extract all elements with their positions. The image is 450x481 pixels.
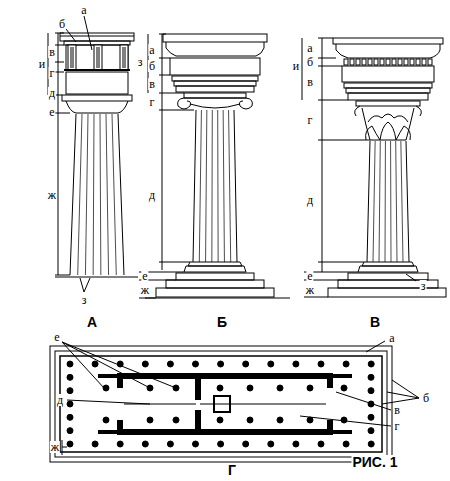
part-letter: д	[306, 194, 314, 206]
part-letter: з	[81, 294, 88, 306]
corinthian-order	[302, 38, 446, 297]
part-letter: д	[48, 87, 56, 99]
part-letter: ж	[305, 284, 315, 296]
part-letter: ж	[50, 441, 60, 453]
part-letter: в	[306, 76, 314, 88]
part-letter: г	[307, 114, 314, 126]
part-letter: ж	[140, 284, 150, 296]
part-letter: г	[149, 96, 156, 108]
figure-letter: Б	[216, 315, 228, 329]
part-letter: и	[38, 58, 46, 70]
part-letter: б	[422, 392, 430, 404]
part-letter: а	[148, 44, 155, 56]
doric-order	[48, 16, 138, 292]
part-letter: а	[388, 332, 395, 344]
part-letter: е	[53, 331, 60, 343]
part-letter: и	[292, 60, 300, 72]
part-letter: в	[148, 78, 156, 90]
part-letter: е	[306, 270, 313, 282]
temple-plan	[50, 341, 419, 462]
part-letter: г	[49, 67, 56, 79]
figure-caption: РИС. 1	[351, 455, 398, 469]
part-letter: б	[306, 56, 314, 68]
part-letter: д	[148, 189, 156, 201]
part-letter: ж	[47, 189, 57, 201]
figure-letter: В	[369, 315, 381, 329]
part-letter: е	[141, 270, 148, 282]
part-letter: д	[56, 394, 64, 406]
part-letter: б	[148, 60, 156, 72]
figure-letter: А	[86, 315, 98, 329]
part-letter: г	[394, 420, 401, 432]
part-letter: в	[393, 404, 401, 416]
part-letter: а	[80, 4, 87, 16]
part-letter: в	[48, 46, 56, 58]
ionic-order	[139, 34, 290, 298]
part-letter: е	[48, 106, 55, 118]
part-letter: з	[420, 280, 427, 292]
part-letter: б	[58, 18, 66, 30]
part-letter: а	[306, 42, 313, 54]
part-letter: з	[137, 56, 144, 68]
figure-letter: Г	[227, 463, 237, 477]
